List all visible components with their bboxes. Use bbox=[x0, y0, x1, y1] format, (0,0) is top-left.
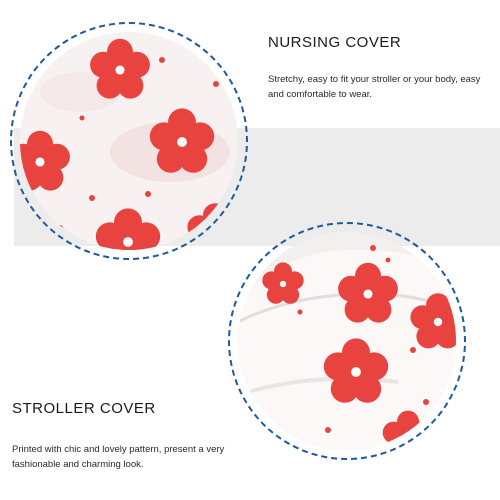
nursing-cover-title: NURSING COVER bbox=[268, 34, 402, 51]
stroller-cover-title: STROLLER COVER bbox=[12, 400, 156, 417]
stroller-cover-fabric-image bbox=[238, 232, 456, 450]
nursing-cover-description: Stretchy, easy to fit your stroller or y… bbox=[268, 74, 481, 100]
dashed-ring-top bbox=[10, 22, 248, 260]
dashed-ring-bottom bbox=[228, 222, 466, 460]
stroller-cover-description: Printed with chic and lovely pattern, pr… bbox=[12, 444, 225, 470]
nursing-cover-fabric-image bbox=[20, 32, 238, 250]
